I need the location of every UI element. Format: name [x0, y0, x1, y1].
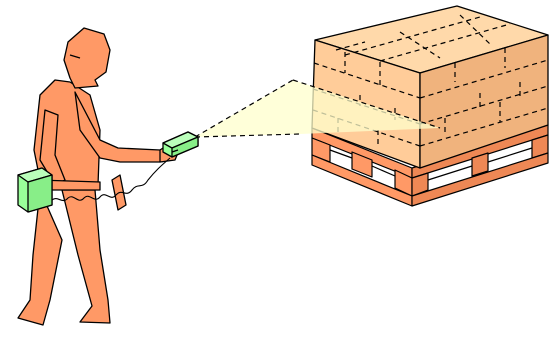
- barcode-scanner-icon: [163, 132, 198, 157]
- belt-terminal-icon: [18, 168, 52, 212]
